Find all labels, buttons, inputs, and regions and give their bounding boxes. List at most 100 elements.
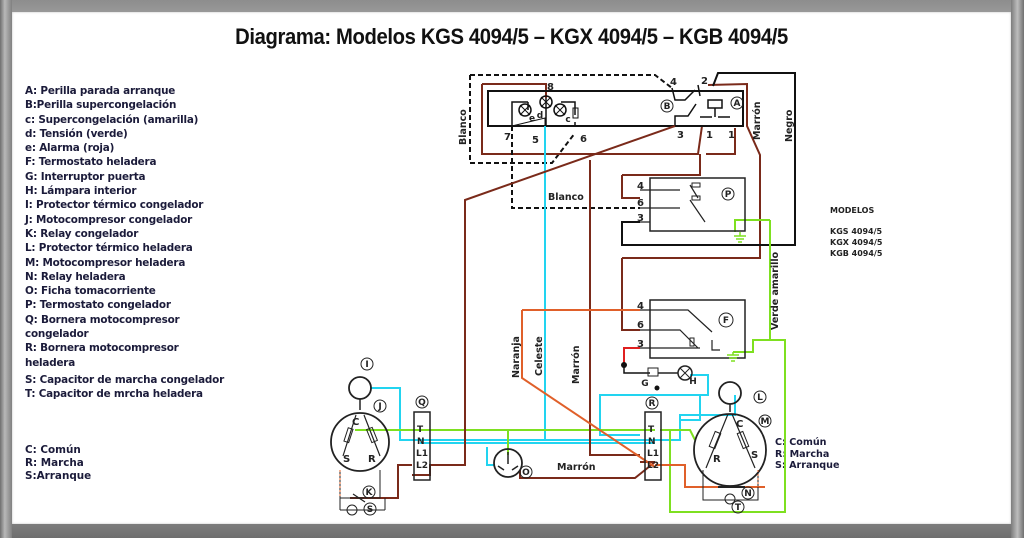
- legend-item: S:Arranque: [25, 470, 92, 482]
- model-item: KGS 4094/5: [830, 227, 883, 236]
- label-m: M: [761, 417, 770, 427]
- plug-o-icon: [493, 448, 523, 478]
- bornera-q: [413, 411, 431, 481]
- terminal-2: 2: [701, 76, 708, 87]
- legend-item: R: Marcha: [775, 448, 830, 460]
- models-list: MODELOS KGS 4094/5 KGX 4094/5 KGB 4094/5: [830, 205, 882, 259]
- f-terminal-4: 4: [637, 301, 644, 312]
- wire-label-negro: Negro: [784, 109, 795, 142]
- wire-label-blanco-mid: Blanco: [548, 192, 584, 203]
- legend-item: T: Capacitor de mrcha heladera: [25, 388, 203, 401]
- legend-item: S: Capacitor de marcha congelador: [25, 373, 225, 386]
- lamp-d-icon: [539, 95, 553, 109]
- legend-item: e: Alarma (roja): [25, 142, 115, 155]
- terminal-3: 3: [677, 130, 684, 141]
- wires-verde: [355, 219, 786, 513]
- terminal-7: 7: [504, 132, 511, 143]
- right-terminal-c: C: [736, 419, 743, 430]
- compressor-j-icon: [330, 412, 390, 472]
- legend-item: Q: Bornera motocompresor: [25, 313, 180, 326]
- wire-rojo: [623, 347, 640, 365]
- wire-marron-top-loop: [481, 82, 761, 259]
- legend-item: C: Común: [775, 437, 827, 448]
- label-t: T: [735, 503, 742, 513]
- wire-label-celeste: Celeste: [534, 336, 545, 376]
- legend-item: heladera: [25, 356, 76, 369]
- r-terminal-t: T: [648, 425, 655, 435]
- legend-item: M: Motocompresor heladera: [25, 256, 186, 269]
- legend-item: N: Relay heladera: [25, 270, 126, 283]
- legend-item: L: Protector térmico heladera: [25, 242, 193, 255]
- label-p: P: [725, 190, 732, 200]
- right-terminal-r: R: [713, 454, 721, 465]
- label-l: L: [757, 393, 763, 403]
- q-terminal-l1: L1: [416, 449, 428, 459]
- legend-item: P: Termostato congelador: [25, 299, 171, 312]
- protector-l-icon: [718, 381, 742, 405]
- wire-label-naranja: Naranja: [511, 336, 522, 378]
- relay-a-icon: [700, 99, 730, 118]
- legend-item: R: Bornera motocompresor: [25, 342, 179, 355]
- terminal-1a: 1: [706, 130, 713, 141]
- label-e: e: [529, 114, 535, 124]
- terminal-1b: 1: [728, 130, 735, 141]
- page-title: Diagrama: Modelos KGS 4094/5 – KGX 4094/…: [235, 24, 788, 49]
- left-terminal-s: S: [343, 454, 350, 465]
- wire-label-marron-mid: Marrón: [571, 345, 582, 384]
- left-terminal-r: R: [368, 454, 376, 465]
- legend-item: B:Perilla supercongelación: [25, 99, 177, 112]
- label-o: O: [522, 468, 530, 478]
- lamp-h-icon: [677, 365, 693, 381]
- bornera-r: [644, 411, 662, 481]
- f-terminal-3: 3: [637, 339, 644, 350]
- legend-item: R: Marcha: [25, 457, 84, 469]
- terminal-legend-right: C: Común R: Marcha S: Arranque: [775, 437, 839, 472]
- legend-item: S: Arranque: [775, 460, 840, 471]
- legend-item: F: Termostato heladera: [25, 156, 157, 169]
- control-panel-block: [469, 72, 796, 259]
- frame-left: [0, 0, 12, 538]
- label-b: B: [664, 102, 671, 112]
- terminal-4: 4: [670, 77, 677, 88]
- wire-label-marron-bottom: Marrón: [557, 462, 596, 473]
- terminal-6: 6: [580, 134, 587, 145]
- p-terminal-3: 3: [637, 213, 644, 224]
- terminal-8: 8: [547, 82, 554, 93]
- f-terminal-6: 6: [637, 320, 644, 331]
- label-k: K: [366, 488, 374, 498]
- label-g: G: [641, 379, 648, 389]
- p-terminal-4: 4: [637, 181, 644, 192]
- terminal-legend-left: C: Común R: Marcha S:Arranque: [25, 444, 91, 483]
- door-switch-g-icon: [647, 367, 659, 377]
- model-item: KGX 4094/5: [830, 238, 883, 247]
- label-f: F: [723, 316, 729, 326]
- compressor-left: [330, 376, 390, 516]
- legend-item: K: Relay congelador: [25, 227, 139, 240]
- terminal-numbers: 8 7 5 6 4 2 3 1 1 4 6 3 4 6 3: [504, 76, 735, 350]
- legend-item: congelador: [25, 328, 89, 341]
- wires-marron: [350, 125, 701, 499]
- q-terminal-t: T: [417, 425, 424, 435]
- wire-label-marron-top: Marrón: [752, 101, 763, 140]
- label-r: R: [649, 399, 656, 409]
- q-terminal-n: N: [417, 437, 425, 447]
- legend-item: I: Protector térmico congelador: [25, 199, 204, 212]
- label-a: A: [734, 99, 741, 109]
- wire-blanco-dashed: [469, 74, 673, 164]
- legend-item: A: Perilla parada arranque: [25, 85, 176, 97]
- resistor-icon: [572, 107, 579, 119]
- r-terminal-l2: L2: [647, 461, 659, 471]
- legend-item: O: Ficha tomacorriente: [25, 285, 156, 298]
- frame-right: [1011, 0, 1024, 538]
- wires-naranja: [521, 309, 765, 488]
- legend-item: c: Supercongelación (amarilla): [25, 113, 199, 126]
- q-terminal-l2: L2: [416, 461, 428, 471]
- component-legend: A: Perilla parada arranque B:Perilla sup…: [25, 84, 224, 402]
- wire-blanco-dashed-down: [511, 126, 640, 209]
- model-item: KGB 4094/5: [830, 249, 883, 258]
- left-terminal-c: C: [352, 417, 359, 428]
- protector-i-icon: [348, 376, 372, 400]
- wire-negro: [621, 72, 796, 246]
- wires-celeste: [370, 126, 736, 466]
